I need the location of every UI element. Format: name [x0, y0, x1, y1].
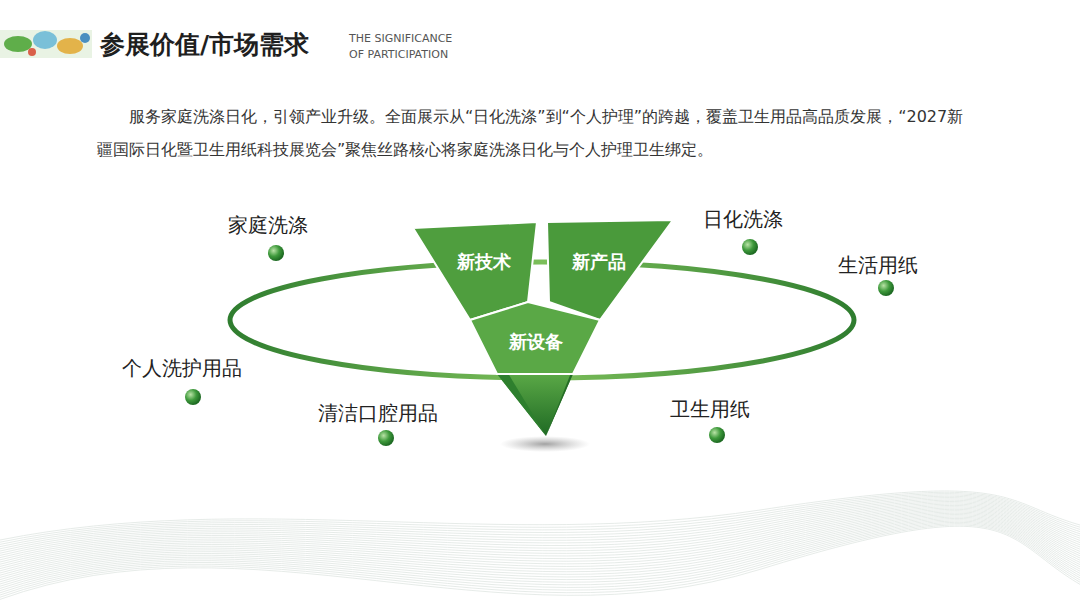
segment-face — [470, 302, 600, 374]
category-label: 清洁口腔用品 — [318, 400, 438, 427]
category-label: 个人洗护用品 — [122, 355, 242, 382]
subtitle-en: THE SIGNIFICANCE OF PARTICIPATION — [349, 31, 461, 63]
segment-label: 新技术 — [457, 250, 511, 274]
tip-shadow — [500, 436, 590, 452]
wave-line — [0, 521, 1080, 591]
corner-ornament — [0, 30, 92, 58]
wave-line — [0, 520, 1080, 589]
wave-line — [0, 526, 1080, 599]
triangle-segment: 新设备 — [466, 300, 604, 378]
orbit-ring — [230, 262, 854, 378]
intro-paragraph: 服务家庭洗涤日化，引领产业升级。全面展示从“日化洗涤”到“个人护理”的跨越，覆盖… — [97, 100, 977, 166]
segment-face — [547, 220, 673, 320]
category-label: 卫生用纸 — [670, 396, 750, 423]
segment-label: 新产品 — [572, 250, 626, 274]
category-label: 家庭洗涤 — [228, 212, 308, 239]
bullet-dots — [185, 239, 894, 446]
wave-line — [0, 524, 1080, 595]
slide-title: 参展价值/市场需求 — [100, 28, 309, 61]
wave-texture — [0, 491, 1080, 599]
category-label: 日化洗涤 — [703, 206, 783, 233]
category-label: 生活用纸 — [838, 252, 918, 279]
wave-line — [0, 522, 1080, 592]
triangle-segment: 新产品 — [543, 218, 675, 322]
segment-label: 新设备 — [509, 330, 563, 354]
wave-line — [0, 525, 1080, 597]
